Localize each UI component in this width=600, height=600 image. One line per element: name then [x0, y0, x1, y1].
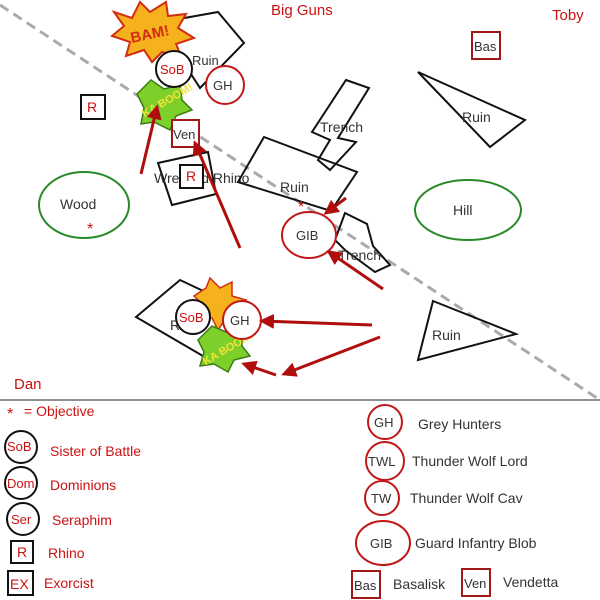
legend-code-twl: TWL: [368, 454, 395, 469]
unit-bas-label: Bas: [474, 39, 497, 54]
legend-icon-ser: [6, 502, 40, 536]
objective-wood: *: [87, 221, 93, 238]
unit-ven-label: Ven: [173, 127, 195, 142]
bam-effect: BAM!: [109, 0, 197, 64]
legend-label-gh: Grey Hunters: [418, 416, 501, 432]
legend-label-dom: Dominions: [50, 477, 116, 493]
legend-code-dom: Dom: [7, 476, 34, 491]
wood-label: Wood: [60, 196, 96, 212]
legend-icon-gib: [355, 520, 411, 566]
legend-icon-exorcist: [7, 570, 34, 596]
legend-icon-twl: [365, 441, 405, 481]
unit-r-left[interactable]: [80, 94, 106, 120]
ruin-bottom-right-label: Ruin: [432, 327, 461, 343]
dan-label: Dan: [14, 376, 42, 393]
legend-code-sob: SoB: [7, 439, 32, 454]
legend-code-gh: GH: [374, 415, 394, 430]
move-arrow-4: [323, 196, 347, 215]
legend-icon-bas: [351, 570, 381, 599]
legend-label-twl: Thunder Wolf Lord: [412, 453, 528, 469]
unit-r-left-label: R: [87, 99, 97, 115]
toby-label: Toby: [552, 7, 584, 24]
legend-code-tw: TW: [371, 491, 392, 506]
legend-label-rhino: Rhino: [48, 545, 85, 561]
legend-label-ser: Seraphim: [52, 512, 112, 528]
unit-sob-bottom[interactable]: [175, 299, 211, 335]
unit-bas[interactable]: [471, 31, 501, 60]
ruin-center-label: Ruin: [280, 179, 309, 195]
legend-code-ser: Ser: [11, 512, 32, 527]
unit-sob-top[interactable]: [155, 50, 193, 88]
legend-label-sob: Sister of Battle: [50, 443, 141, 459]
legend-code-rhino: R: [17, 544, 27, 560]
unit-gh-top[interactable]: [205, 65, 245, 105]
hill-label: Hill: [453, 202, 472, 218]
legend-code-exorcist: EX: [10, 576, 29, 592]
legend-icon-sob: [4, 430, 38, 464]
legend-label-exorcist: Exorcist: [44, 575, 94, 591]
legend-label-bas: Basalisk: [393, 576, 446, 592]
trench-top: [310, 78, 371, 172]
trench-lower-label: Trench: [338, 247, 381, 263]
legend-code-bas: Bas: [354, 578, 377, 593]
legend-label-tw: Thunder Wolf Cav: [410, 490, 523, 506]
legend-label-ven: Vendetta: [503, 574, 558, 590]
legend-objective-symbol: *: [7, 406, 13, 423]
ruin-top-left-label: Ruin: [192, 53, 219, 68]
deployment-line: [0, 3, 600, 402]
legend-icon-tw: [364, 480, 400, 516]
legend-code-gib: GIB: [370, 536, 392, 551]
move-arrow-3: [326, 250, 384, 291]
hill-area: [414, 179, 522, 241]
ruin-bottom-left-label: R: [170, 317, 180, 333]
unit-gib-label: GIB: [296, 228, 318, 243]
legend-icon-gh: [367, 404, 403, 440]
unit-gh-bottom-label: GH: [230, 313, 250, 328]
move-arrow-7: [241, 360, 277, 377]
legend-icon-ven: [461, 568, 491, 597]
unit-gib[interactable]: [281, 211, 337, 259]
legend-code-ven: Ven: [464, 576, 486, 591]
trench-top-label: Trench: [320, 119, 363, 135]
move-arrow-1: [139, 104, 162, 175]
objective-center: *: [298, 199, 304, 216]
trench-lower: [333, 211, 392, 274]
unit-gh-top-label: GH: [213, 78, 233, 93]
ruin-top-right-label: Ruin: [462, 109, 491, 125]
unit-r-rhino-label: R: [186, 168, 196, 184]
big-guns-label: Big Guns: [271, 2, 333, 19]
unit-sob-bottom-label: SoB: [179, 310, 204, 325]
ruin-bottom-right: [416, 299, 520, 362]
legend-icon-dom: [4, 466, 38, 500]
legend-icon-rhino: [10, 540, 34, 564]
unit-sob-top-label: SoB: [160, 62, 185, 77]
legend-label-gib: Guard Infantry Blob: [415, 535, 537, 551]
move-arrow-2: [192, 140, 242, 249]
unit-r-rhino[interactable]: [179, 164, 204, 189]
move-arrow-5: [259, 313, 373, 329]
wood-area: [38, 171, 130, 239]
legend-objective-label: = Objective: [24, 403, 95, 419]
ruin-top-right: [417, 71, 527, 149]
move-arrow-6: [281, 335, 381, 377]
